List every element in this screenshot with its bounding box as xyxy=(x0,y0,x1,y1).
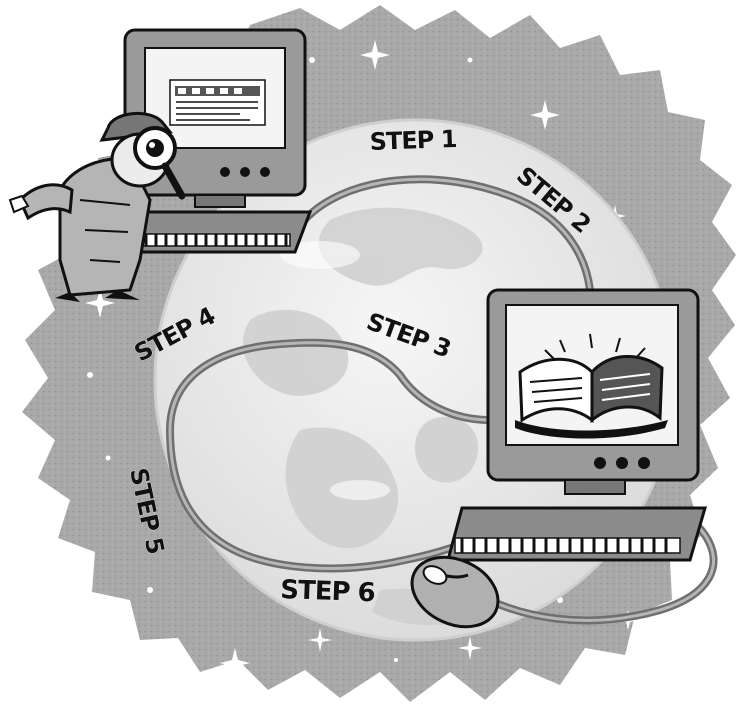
step-1-label: STEP 1 xyxy=(369,125,457,156)
computer-monitor-icon xyxy=(488,290,698,494)
web-page-thumbnail xyxy=(170,80,265,125)
step-6-label: STEP 6 xyxy=(280,575,375,608)
keyboard-icon xyxy=(448,508,705,560)
